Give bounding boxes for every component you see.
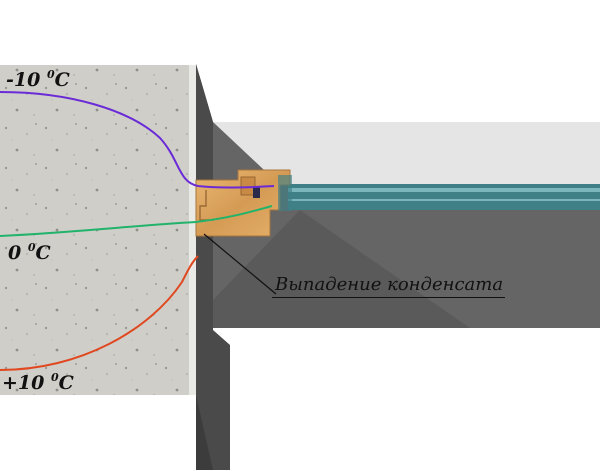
frame-seal [253, 186, 260, 198]
callout-leader [203, 233, 277, 295]
temp-inner-value: +10 [2, 372, 45, 394]
isotherm-minus-10 [0, 91, 275, 189]
temp-mid-unit: C [35, 242, 51, 264]
condensation-callout: Выпадение конденсата [272, 275, 506, 298]
glass-pane [288, 184, 600, 210]
frame-glazing-bead [278, 175, 292, 211]
temp-outer-unit: C [54, 69, 70, 91]
temp-mid-degree: 0 [27, 241, 36, 254]
glass-highlight [288, 188, 600, 192]
label-temp-inner: +10 0C [2, 371, 74, 394]
temp-inner-degree: 0 [51, 371, 59, 384]
label-temp-mid: 0 0C [8, 241, 51, 264]
isotherm-zero [0, 205, 273, 237]
reveal-lower [213, 210, 470, 328]
frame-profile [240, 176, 256, 196]
temp-outer-value: -10 [6, 69, 41, 91]
temp-mid-value: 0 [8, 242, 22, 264]
temp-outer-degree: 0 [46, 68, 55, 81]
wall-edge [189, 65, 196, 395]
isotherm-plus-10 [0, 255, 199, 371]
glass-line [288, 199, 600, 201]
label-temp-outer: -10 0C [6, 68, 70, 91]
slope-top [196, 64, 230, 470]
temp-inner-unit: C [58, 372, 74, 394]
